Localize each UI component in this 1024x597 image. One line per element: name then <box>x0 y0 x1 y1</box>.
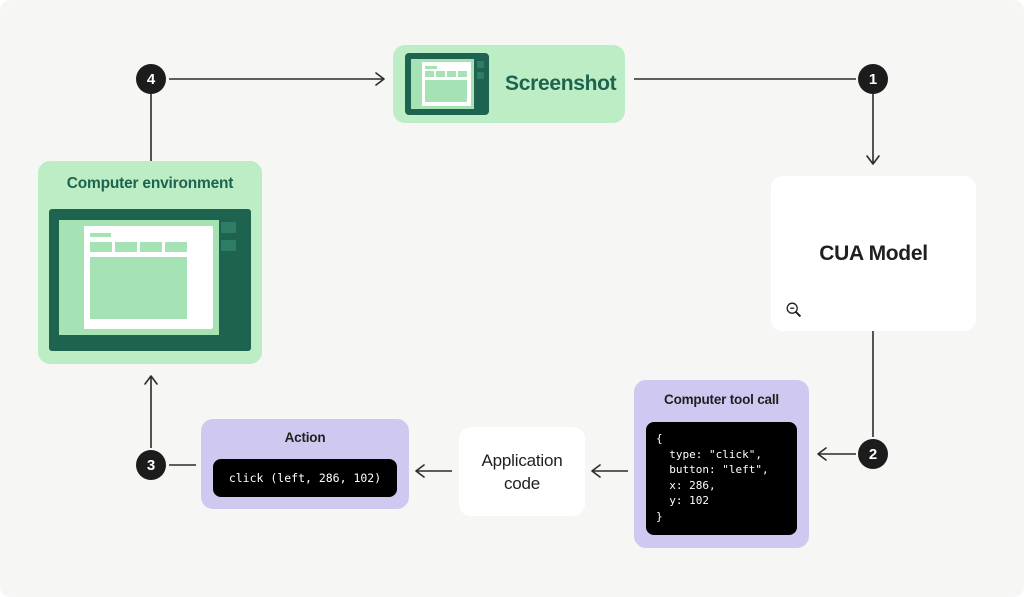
step-badge-2: 2 <box>858 439 888 469</box>
cua-model-label: CUA Model <box>819 241 928 265</box>
application-code-line1: Application <box>481 450 563 470</box>
application-code-line2: code <box>503 473 541 493</box>
mini-monitor-window <box>421 62 471 106</box>
computer-tool-call-title: Computer tool call <box>664 392 779 407</box>
computer-tool-call-node[interactable]: Computer tool call { type: "click", butt… <box>634 380 809 548</box>
monitor-desktop-icon <box>49 209 251 351</box>
action-node[interactable]: Action click (left, 286, 102) <box>201 419 409 509</box>
step-badge-4: 4 <box>136 64 166 94</box>
computer-tool-call-code: { type: "click", button: "left", x: 286,… <box>646 422 797 535</box>
step-badge-3: 3 <box>136 450 166 480</box>
monitor-screenshot-icon <box>405 53 489 115</box>
step-badge-1: 1 <box>858 64 888 94</box>
mini-monitor-sidebar <box>411 62 422 106</box>
application-code-node[interactable]: Application code <box>459 427 585 516</box>
screenshot-label: Screenshot <box>505 72 617 95</box>
desktop-sidebar <box>59 226 84 329</box>
zoom-out-icon[interactable] <box>785 301 803 319</box>
computer-environment-title: Computer environment <box>66 175 234 192</box>
screenshot-node[interactable]: Screenshot <box>393 45 625 123</box>
cua-model-node[interactable]: CUA Model <box>771 176 976 331</box>
application-code-label: Application code <box>482 449 563 495</box>
action-title: Action <box>284 430 326 445</box>
desktop-window <box>83 226 213 329</box>
action-code: click (left, 286, 102) <box>213 459 397 497</box>
computer-environment-node[interactable]: Computer environment <box>38 161 262 364</box>
